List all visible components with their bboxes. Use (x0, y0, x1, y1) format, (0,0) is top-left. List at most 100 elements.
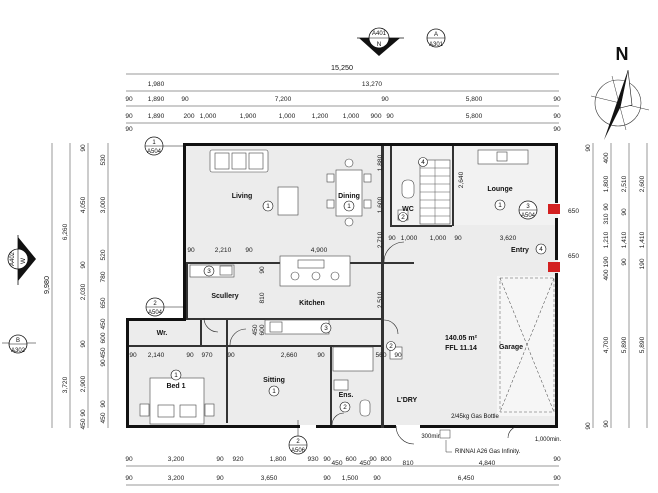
svg-text:90: 90 (181, 96, 189, 103)
svg-text:650: 650 (568, 253, 579, 260)
wing-wall-lower (548, 262, 560, 272)
svg-text:3,720: 3,720 (62, 376, 69, 393)
interior-dimensions: 90 2,210 90 4,900 90 1,000 1,000 90 3,62… (129, 154, 516, 359)
svg-text:3: 3 (324, 325, 328, 332)
svg-text:450: 450 (252, 324, 259, 335)
svg-text:90: 90 (80, 340, 87, 348)
svg-text:810: 810 (259, 292, 266, 303)
top-dimensions: 15,250 1,980 13,270 90 1,890 90 7,200 90… (125, 63, 561, 133)
svg-text:1,900: 1,900 (240, 113, 257, 120)
svg-text:450: 450 (359, 460, 370, 467)
svg-text:90: 90 (216, 475, 224, 482)
svg-text:2,510: 2,510 (621, 175, 628, 192)
svg-text:N: N (616, 44, 629, 64)
svg-text:90: 90 (553, 113, 561, 120)
room-bed1: Bed 1 (166, 383, 185, 390)
svg-text:1,980: 1,980 (148, 81, 165, 88)
svg-text:90: 90 (603, 203, 610, 211)
room-garage: Garage (499, 344, 523, 351)
svg-text:1,800: 1,800 (603, 175, 610, 192)
section-sheet: A401 (372, 31, 387, 37)
svg-text:1,410: 1,410 (621, 231, 628, 248)
svg-text:4: 4 (421, 159, 425, 166)
svg-text:90: 90 (323, 475, 331, 482)
svg-text:5,890: 5,890 (639, 336, 646, 353)
svg-text:90: 90 (216, 456, 224, 463)
svg-text:90: 90 (259, 266, 266, 274)
svg-text:1,200: 1,200 (312, 113, 329, 120)
svg-text:90: 90 (553, 96, 561, 103)
svg-text:90: 90 (80, 261, 87, 269)
svg-text:930: 930 (307, 456, 318, 463)
svg-text:A302: A302 (11, 348, 26, 354)
svg-text:560: 560 (375, 352, 386, 359)
ffl-level: FFL 11.14 (445, 345, 477, 352)
svg-text:90: 90 (585, 144, 592, 152)
svg-text:90: 90 (125, 96, 133, 103)
svg-text:1,410: 1,410 (639, 231, 646, 248)
svg-text:600: 600 (100, 332, 107, 343)
svg-text:2,510: 2,510 (377, 291, 384, 308)
detail-marker-scullery: 2 A504 (145, 297, 184, 317)
svg-text:3,650: 3,650 (261, 475, 278, 482)
svg-text:2: 2 (153, 301, 157, 307)
svg-text:2,600: 2,600 (639, 175, 646, 192)
svg-text:2: 2 (389, 343, 393, 350)
svg-text:6,260: 6,260 (62, 223, 69, 240)
svg-text:450: 450 (80, 418, 87, 429)
svg-text:400: 400 (603, 269, 610, 280)
room-laundry: L'DRY (397, 397, 418, 404)
svg-text:2: 2 (343, 404, 347, 411)
svg-text:15,250: 15,250 (331, 63, 353, 72)
wing-wall-upper (548, 204, 560, 214)
svg-text:90: 90 (553, 126, 561, 133)
svg-text:90: 90 (386, 113, 394, 120)
svg-text:90: 90 (323, 456, 331, 463)
elevation-marker-left: B A302 (2, 334, 36, 354)
svg-text:1,000: 1,000 (430, 235, 447, 242)
svg-text:90: 90 (186, 352, 194, 359)
svg-text:2,640: 2,640 (458, 171, 465, 188)
svg-text:90: 90 (245, 247, 253, 254)
svg-text:3: 3 (207, 268, 211, 275)
svg-text:90: 90 (373, 475, 381, 482)
svg-text:90: 90 (100, 359, 107, 367)
svg-text:90: 90 (454, 235, 462, 242)
total-area: 140.05 m² (445, 335, 478, 342)
rinnai-note: RINNAI A26 Gas Infinity. (455, 449, 521, 455)
svg-text:650: 650 (568, 208, 579, 215)
svg-text:9,980: 9,980 (42, 276, 51, 294)
svg-text:450: 450 (100, 318, 107, 329)
svg-text:2,030: 2,030 (80, 283, 87, 300)
elev-letter: A (434, 32, 438, 38)
room-kitchen: Kitchen (299, 300, 325, 307)
svg-text:5,890: 5,890 (621, 336, 628, 353)
detail-marker-living: 1 A504 (144, 136, 184, 156)
svg-text:90: 90 (125, 126, 133, 133)
svg-text:400: 400 (603, 152, 610, 163)
room-labels: Living 1 Dining 1 WC 2 4 Lounge 1 Entry … (157, 157, 547, 413)
svg-text:1,000: 1,000 (200, 113, 217, 120)
svg-text:90: 90 (553, 475, 561, 482)
svg-text:1,600: 1,600 (377, 196, 384, 213)
svg-text:A504: A504 (147, 149, 162, 155)
svg-text:520: 520 (100, 249, 107, 260)
svg-text:1: 1 (272, 388, 276, 395)
svg-text:6,450: 6,450 (458, 475, 475, 482)
svg-text:310: 310 (603, 213, 610, 224)
svg-text:1,000: 1,000 (401, 235, 418, 242)
svg-text:600: 600 (345, 456, 356, 463)
svg-text:90: 90 (80, 409, 87, 417)
svg-text:90: 90 (227, 352, 235, 359)
svg-text:5,800: 5,800 (466, 96, 483, 103)
svg-text:1,800: 1,800 (270, 456, 287, 463)
svg-text:190: 190 (603, 256, 610, 267)
section-marker-top: A401 N (357, 27, 404, 56)
svg-text:2,900: 2,900 (80, 375, 87, 392)
room-wr: Wr. (157, 330, 168, 337)
svg-text:1: 1 (266, 203, 270, 210)
svg-text:W: W (20, 257, 27, 264)
svg-text:90: 90 (125, 456, 133, 463)
svg-text:90: 90 (381, 96, 389, 103)
svg-text:450: 450 (331, 460, 342, 467)
